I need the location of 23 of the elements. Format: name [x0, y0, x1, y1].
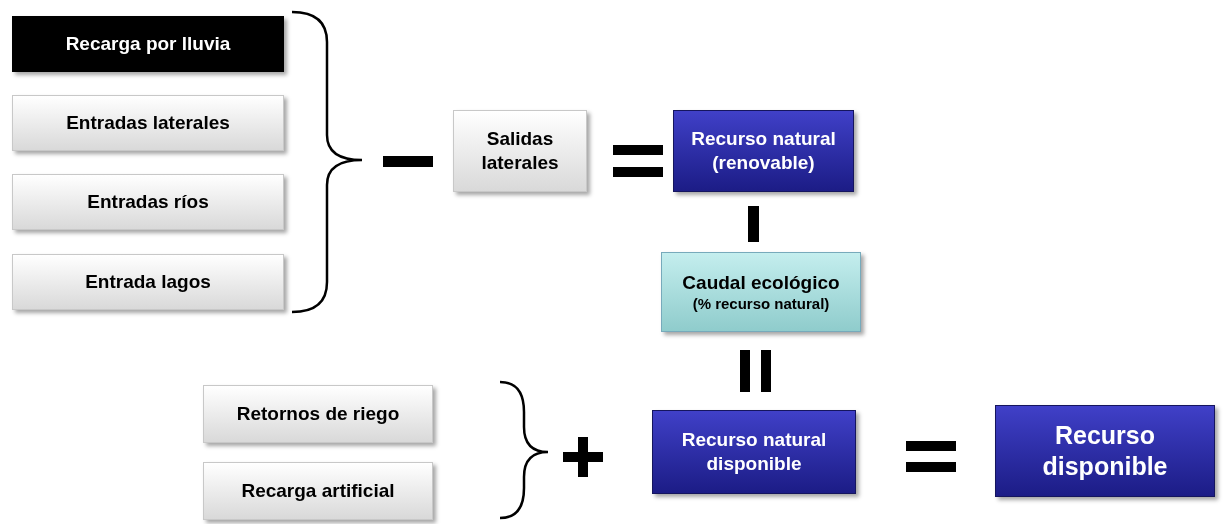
box-label: Recurso natural disponible	[680, 428, 828, 476]
box-label: Recarga por lluvia	[65, 32, 231, 56]
term-box	[12, 16, 284, 72]
box-label: Entradas ríos	[87, 190, 209, 214]
term-box	[203, 462, 433, 520]
term-box	[995, 405, 1215, 497]
box-label: Recarga artificial	[241, 479, 395, 503]
term-box	[453, 110, 587, 192]
term-box	[673, 110, 854, 192]
term-box	[12, 174, 284, 230]
box-label: Recurso natural (renovable)	[690, 127, 837, 175]
box-label: Entrada lagos	[85, 270, 211, 294]
box-label: Recurso disponible	[1041, 419, 1169, 482]
box-label: Entradas laterales	[66, 111, 230, 135]
box-label: Retornos de riego	[236, 402, 400, 426]
box-label: (% recurso natural)	[692, 294, 830, 314]
term-box	[652, 410, 856, 494]
term-box	[661, 252, 861, 332]
term-box	[12, 95, 284, 151]
box-label: Caudal ecológico	[682, 270, 840, 295]
term-box	[12, 254, 284, 310]
box-label: Salidas laterales	[480, 127, 560, 175]
term-box	[203, 385, 433, 443]
